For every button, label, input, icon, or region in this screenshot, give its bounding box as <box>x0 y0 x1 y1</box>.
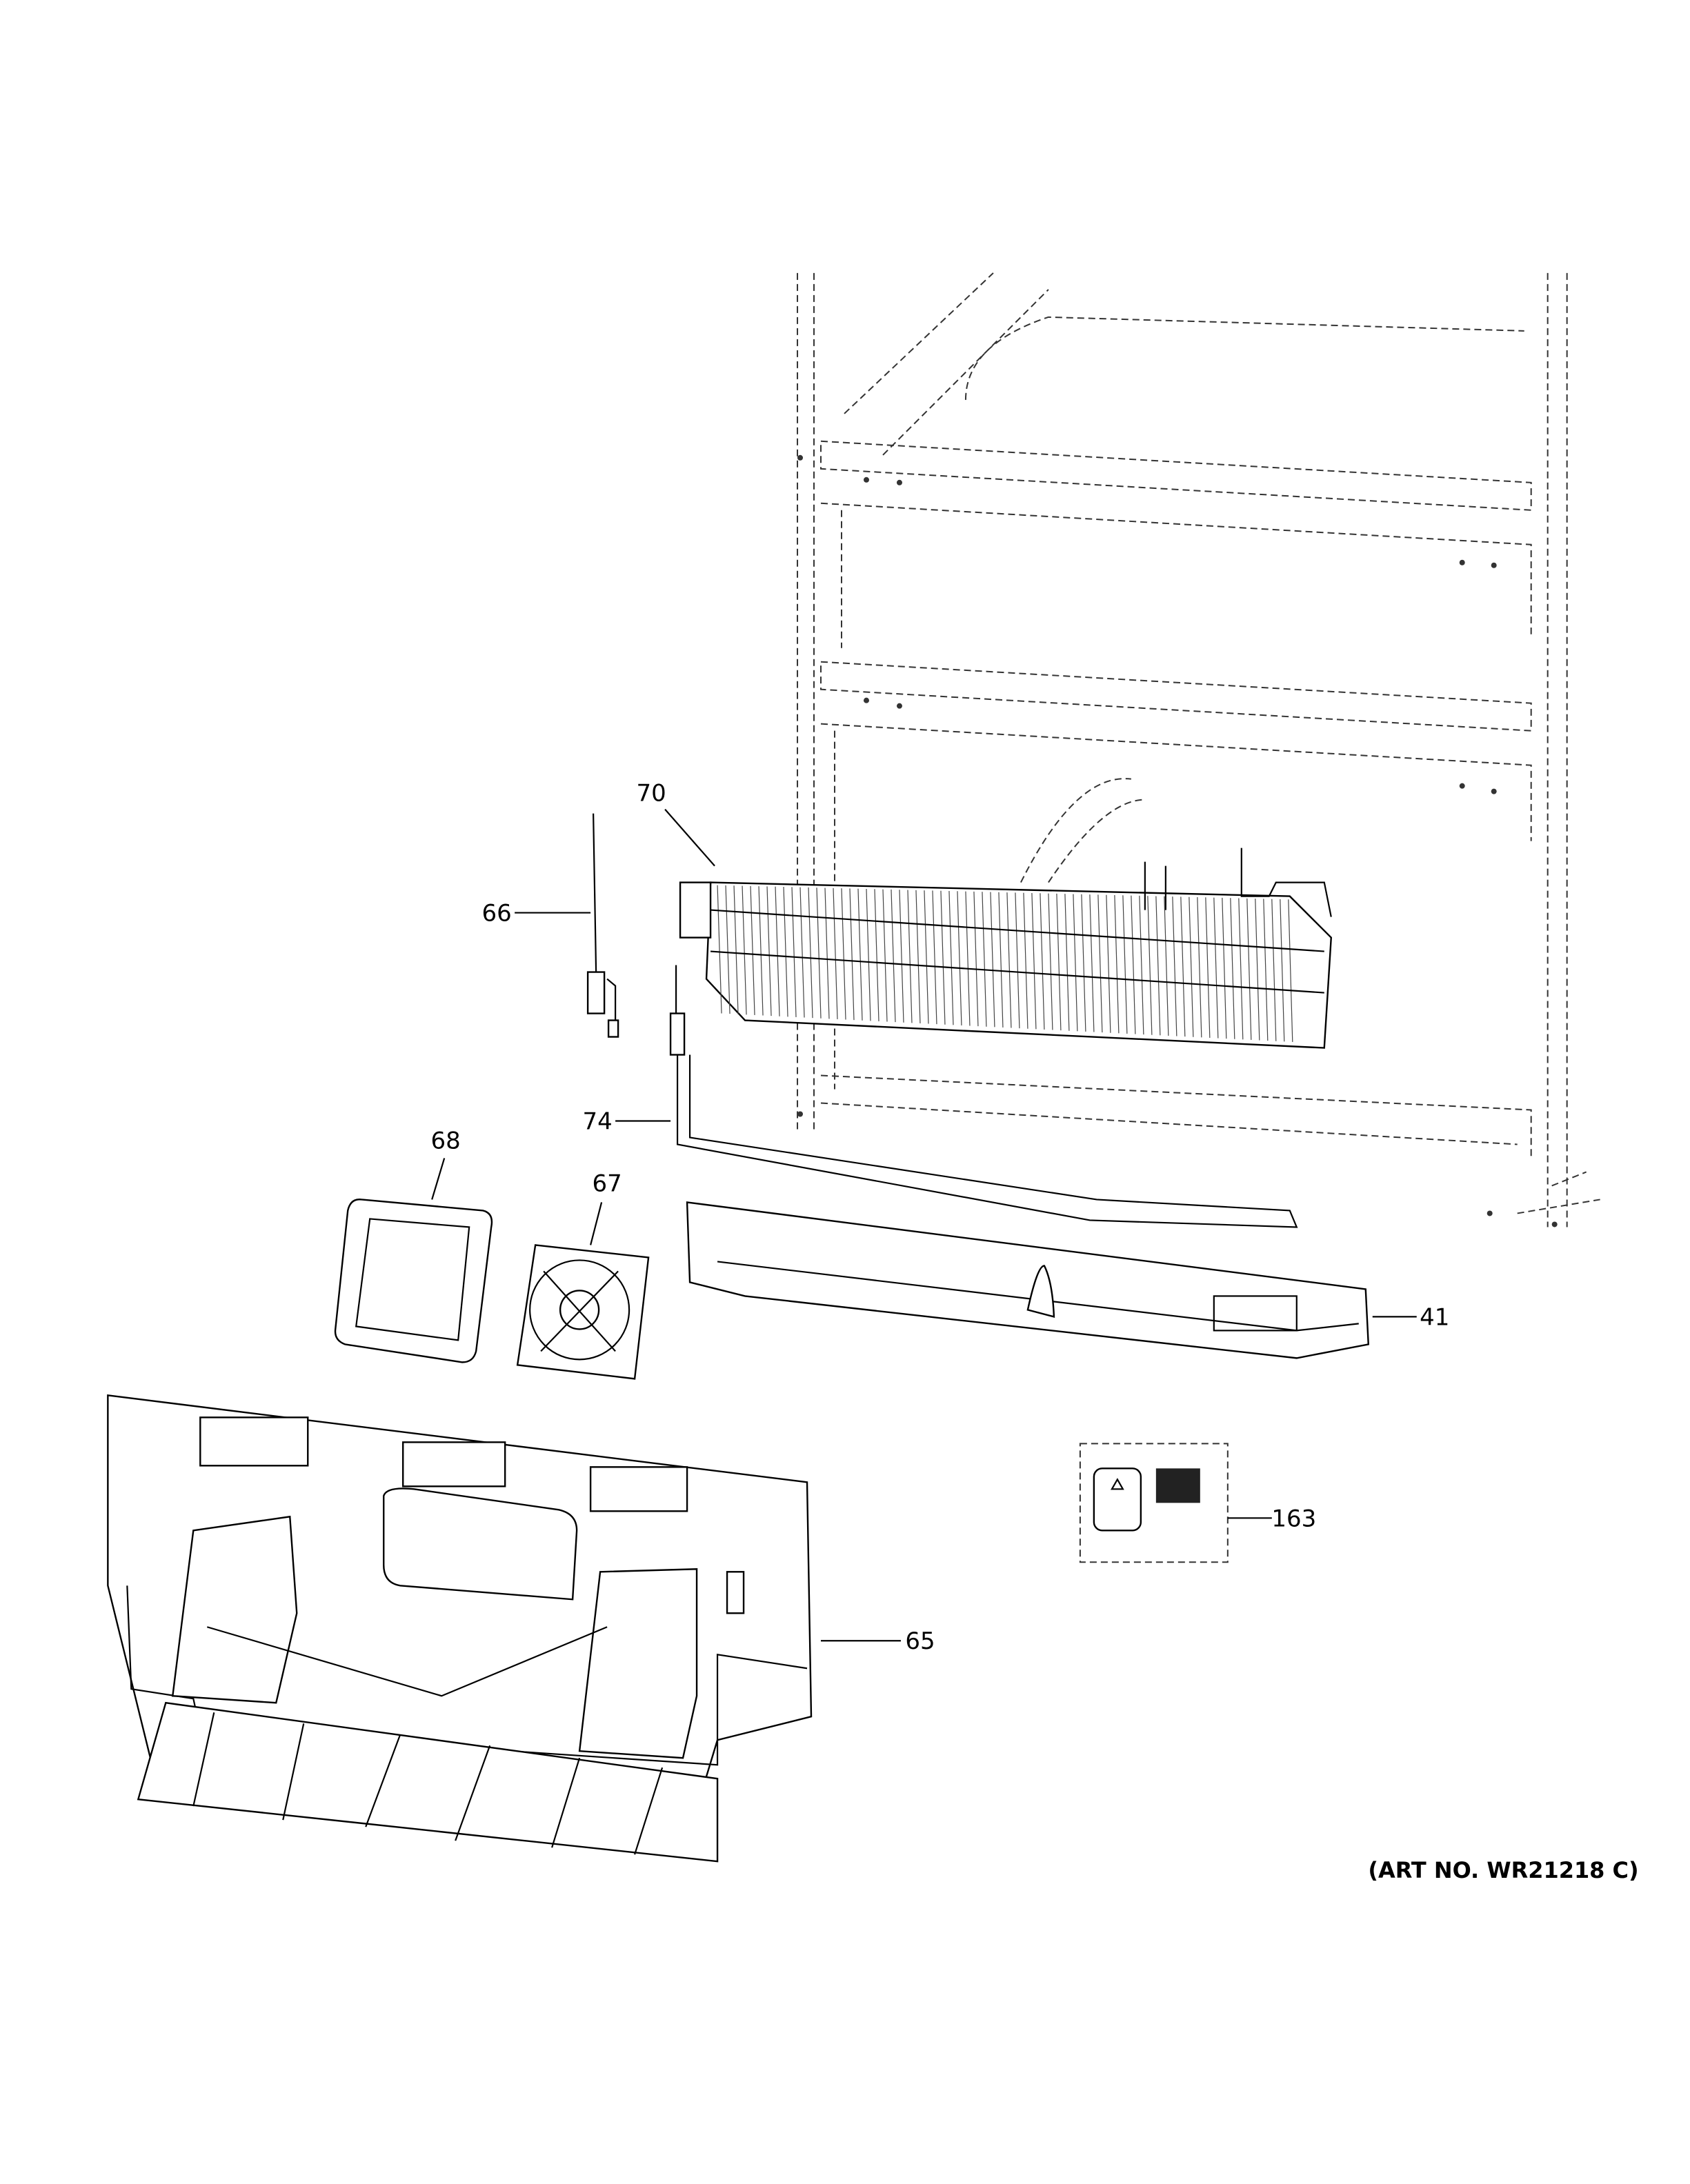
evaporator-fin <box>1040 893 1045 1030</box>
evaporator-fin <box>998 892 1004 1028</box>
evaporator-fin <box>791 887 797 1017</box>
evaporator-fin <box>1230 898 1235 1039</box>
evaporator-fin <box>940 890 946 1025</box>
evaporator-fin <box>1189 896 1194 1037</box>
callout-67[interactable]: 67 <box>592 1170 622 1197</box>
evaporator-fin <box>816 888 822 1019</box>
evaporator-fin <box>1238 898 1244 1040</box>
evaporator-fin <box>1015 892 1020 1029</box>
callout-70[interactable]: 70 <box>636 780 666 808</box>
evaporator-fin <box>733 885 739 1014</box>
evaporator-fin <box>965 891 971 1026</box>
evaporator-fin <box>808 887 813 1019</box>
evaporator-fin <box>783 886 788 1017</box>
evaporator-fin <box>1106 894 1111 1033</box>
evaporator-fin <box>1056 893 1062 1031</box>
evaporator-fin <box>1213 897 1219 1039</box>
evaporator-fin <box>1164 896 1169 1036</box>
evaporator-fin <box>1222 897 1227 1039</box>
art-number: (ART NO. WR21218 C) <box>1368 1857 1638 1883</box>
evaporator-fin <box>907 890 913 1023</box>
evaporator-fin <box>766 886 772 1016</box>
evaporator-fin <box>1155 896 1161 1036</box>
evaporator-cover <box>107 1394 813 1863</box>
evaporator-fin <box>742 885 747 1015</box>
evaporator-fin <box>1114 894 1120 1034</box>
evaporator-fin <box>857 888 863 1021</box>
evaporator-fin <box>750 885 755 1015</box>
evaporator-fin <box>932 890 937 1025</box>
evaporator-fin <box>1197 896 1202 1038</box>
evaporator-fin <box>1006 892 1012 1028</box>
evaporator-fin <box>833 888 838 1019</box>
evaporator-fin <box>725 885 730 1014</box>
evaporator-fin <box>1147 896 1153 1035</box>
callout-leaders <box>431 808 1417 1642</box>
evaporator-fin <box>982 892 987 1027</box>
evaporator-fin <box>874 889 879 1021</box>
service-kit-box <box>1079 1443 1229 1563</box>
callout-66[interactable]: 66 <box>482 900 512 928</box>
evaporator-fin <box>915 890 921 1023</box>
callout-163[interactable]: 163 <box>1271 1505 1316 1532</box>
evaporator-fin <box>891 889 896 1023</box>
evaporator-fin <box>1097 894 1103 1033</box>
evaporator-fin <box>841 888 846 1020</box>
fan-gasket <box>334 1199 493 1363</box>
evaporator-fin <box>866 888 871 1021</box>
evaporator-fin <box>1271 899 1277 1041</box>
evaporator-fin <box>1263 899 1269 1041</box>
evaporator-fin <box>1288 899 1293 1042</box>
evaporator-fin <box>899 890 904 1023</box>
defrost-sensor-part <box>586 813 619 1038</box>
callout-74[interactable]: 74 <box>582 1108 612 1135</box>
callout-68[interactable]: 68 <box>431 1127 461 1154</box>
evaporator-fin <box>1205 897 1211 1038</box>
evaporator-fin <box>948 890 954 1025</box>
callout-65[interactable]: 65 <box>905 1627 935 1655</box>
evaporator-fin <box>957 891 962 1025</box>
evaporator-fin <box>1255 899 1260 1041</box>
evaporator-fin <box>1031 892 1037 1030</box>
evaporator-fin <box>1064 894 1070 1031</box>
evaporator-fin <box>1139 895 1144 1035</box>
callout-41[interactable]: 41 <box>1420 1303 1449 1331</box>
evaporator-fin <box>1131 895 1136 1034</box>
cabinet-liner-outline <box>797 272 1600 1228</box>
evaporator-fin <box>1172 896 1177 1036</box>
evaporator-fin <box>1048 893 1053 1030</box>
evaporator-fin <box>1246 898 1252 1040</box>
evaporator-fin <box>1081 894 1086 1032</box>
evaporator-fin <box>1180 896 1186 1037</box>
evaporator-fan-motor <box>516 1244 650 1380</box>
evaporator <box>679 848 1333 1049</box>
evaporator-fin <box>799 887 805 1018</box>
drain-heater <box>669 965 1298 1228</box>
evaporator-fin <box>1073 894 1078 1032</box>
evaporator-fin <box>775 886 780 1016</box>
evaporator-fin <box>924 890 929 1024</box>
evaporator-fin <box>824 888 830 1019</box>
evaporator-fin <box>1122 895 1128 1034</box>
evaporator-fin <box>990 892 995 1028</box>
drain-pan <box>686 1201 1370 1359</box>
evaporator-fin <box>849 888 855 1021</box>
evaporator-fin <box>1280 899 1285 1042</box>
evaporator-fin <box>882 889 888 1022</box>
evaporator-fin <box>973 891 979 1027</box>
evaporator-fin <box>758 886 764 1016</box>
evaporator-fin <box>717 885 722 1014</box>
evaporator-fin <box>1089 894 1095 1032</box>
evaporator-fin <box>1023 892 1028 1029</box>
